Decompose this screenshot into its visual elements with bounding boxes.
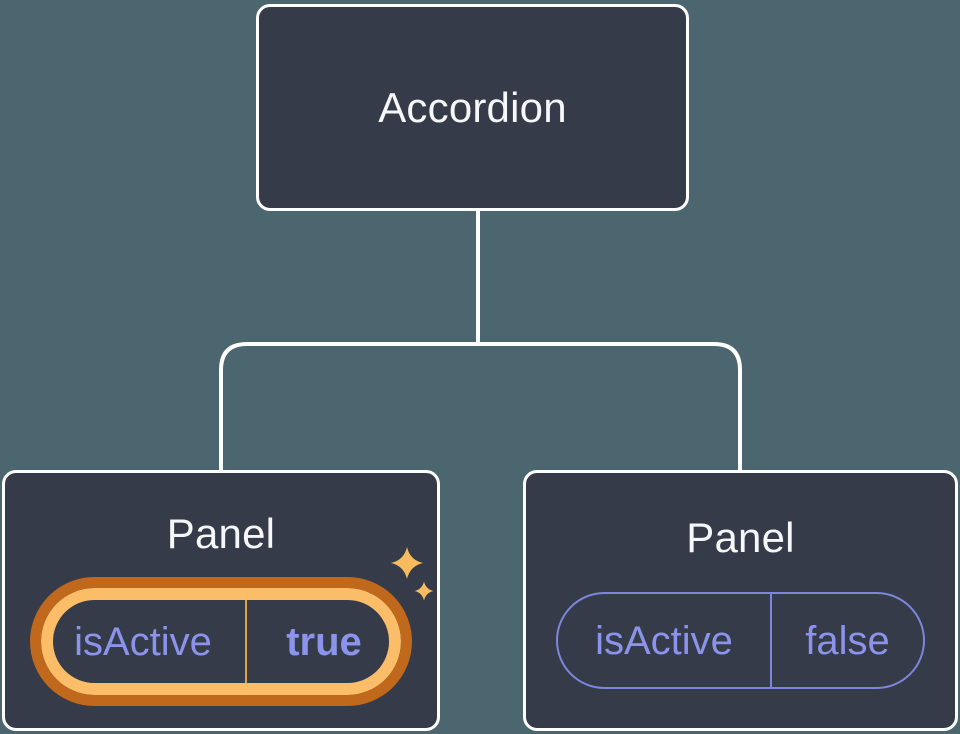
panel-node-inactive: Panel isActive false <box>523 470 958 731</box>
prop-name-cell: isActive <box>558 594 770 687</box>
prop-value-label: true <box>286 619 362 664</box>
panel-node-label: Panel <box>686 514 795 561</box>
prop-pill: isActive false <box>556 592 925 689</box>
prop-name-label: isActive <box>74 619 212 664</box>
sparkle-large <box>391 547 423 579</box>
prop-name-cell: isActive <box>41 600 245 683</box>
prop-pill-highlighted: isActive true <box>30 577 412 706</box>
prop-value-cell: true <box>245 600 401 683</box>
prop-name-label: isActive <box>595 618 733 663</box>
accordion-node-label: Accordion <box>378 83 567 131</box>
panel-node-active: Panel isActive true <box>2 470 440 731</box>
prop-value-cell: false <box>770 594 923 687</box>
sparkles-icon <box>391 547 434 601</box>
sparkle-small <box>414 581 434 601</box>
accordion-node: Accordion <box>256 4 689 211</box>
panel-node-label: Panel <box>166 510 276 557</box>
prop-value-label: false <box>805 618 890 663</box>
children-bracket-line <box>219 342 742 470</box>
